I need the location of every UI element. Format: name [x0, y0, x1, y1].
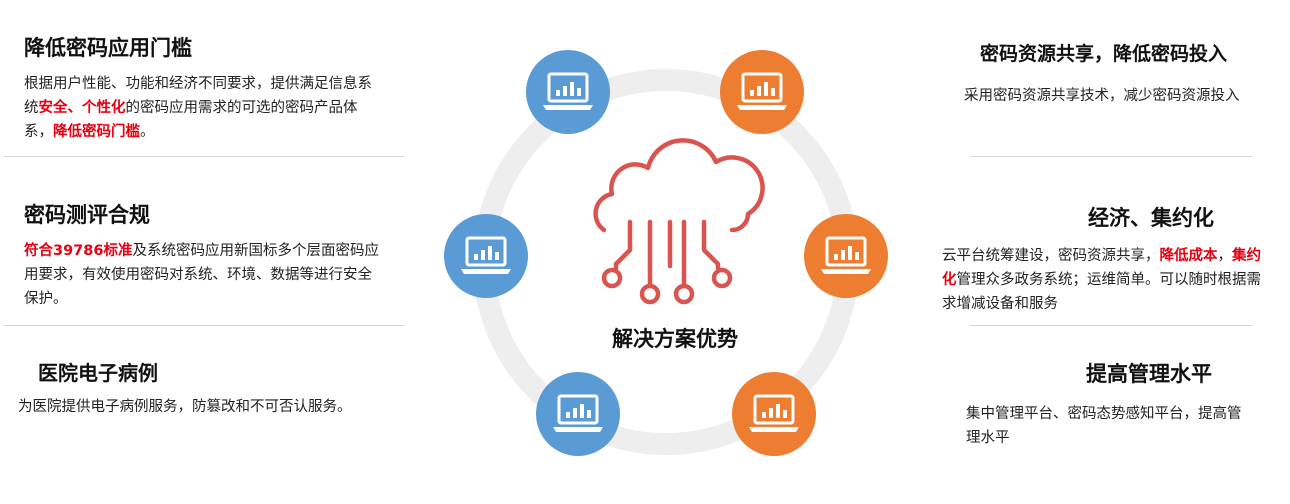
- desc-text: 根据用户性能、功能和经济不同要求，提供满足信息系统: [24, 76, 372, 116]
- desc-text: 集中管理平台、密码态势感知平台，提高管理水平: [966, 406, 1242, 446]
- desc-text: ，: [1217, 248, 1233, 264]
- right-item-title: 密码资源共享，降低密码投入: [980, 43, 1228, 65]
- right-item-resource-sharing: 密码资源共享，降低密码投入 采用密码资源共享技术，减少密码资源投入: [958, 40, 1258, 108]
- left-item-title: 降低密码应用门槛: [24, 36, 192, 60]
- right-divider-2: [970, 325, 1252, 326]
- right-item-desc: 采用密码资源共享技术，减少密码资源投入: [958, 84, 1254, 108]
- laptop-chart-icon-blue-middle: [444, 214, 528, 298]
- left-item-medical-record: 医院电子病例 为医院提供电子病例服务，防篡改和不可否认服务。: [18, 359, 398, 419]
- desc-text: 采用密码资源共享技术，减少密码资源投入: [964, 88, 1240, 104]
- desc-text: 的密码应用需求的可选的密码产品体系，: [24, 100, 358, 140]
- laptop-chart-icon-blue-top: [526, 50, 610, 134]
- desc-text: 。: [140, 124, 155, 140]
- right-divider-1: [970, 156, 1252, 157]
- left-item-title: 密码测评合规: [24, 203, 150, 227]
- left-item-desc: 符合39786标准及系统密码应用新国标多个层面密码应用要求，有效使用密码对系统、…: [24, 239, 386, 311]
- laptop-chart-icon-orange-middle: [804, 214, 888, 298]
- desc-text: 及系统密码应用新国标多个层面密码应用要求，有效使用密码对系统、环境、数据等进行安…: [24, 243, 379, 307]
- laptop-chart-icon-orange-top: [720, 50, 804, 134]
- left-item-lower-barrier: 降低密码应用门槛 根据用户性能、功能和经济不同要求，提供满足信息系统安全、个性化…: [24, 34, 386, 144]
- desc-text: 为医院提供电子病例服务，防篡改和不可否认服务。: [18, 399, 352, 415]
- left-item-title: 医院电子病例: [38, 361, 158, 385]
- right-item-economy: 经济、集约化 云平台统筹建设，密码资源共享，降低成本，集约化管理众多政务系统；运…: [942, 204, 1262, 316]
- icons-layer: [444, 50, 888, 456]
- right-item-desc: 集中管理平台、密码态势感知平台，提高管理水平: [966, 402, 1246, 450]
- highlight-text: 降低成本: [1159, 248, 1218, 264]
- left-divider-1: [4, 156, 404, 157]
- laptop-chart-icon-orange-bottom: [732, 372, 816, 456]
- left-item-desc: 为医院提供电子病例服务，防篡改和不可否认服务。: [18, 395, 398, 419]
- right-item-management: 提高管理水平 集中管理平台、密码态势感知平台，提高管理水平: [966, 360, 1256, 450]
- laptop-chart-icon-blue-bottom: [536, 372, 620, 456]
- left-item-desc: 根据用户性能、功能和经济不同要求，提供满足信息系统安全、个性化的密码应用需求的可…: [24, 72, 386, 144]
- right-item-title: 经济、集约化: [1088, 206, 1214, 230]
- left-divider-2: [4, 325, 404, 326]
- desc-text: 管理众多政务系统；运维简单。可以随时根据需求增减设备和服务: [942, 272, 1261, 312]
- highlight-text: 降低密码门槛: [53, 124, 140, 140]
- desc-text: 云平台统筹建设，密码资源共享，: [942, 248, 1160, 264]
- center-label: 解决方案优势: [612, 327, 738, 351]
- highlight-text: 安全、个性化: [38, 100, 126, 116]
- highlight-text: 符合39786标准: [24, 243, 133, 259]
- highlight-text: 集约化: [942, 248, 1261, 288]
- right-item-desc: 云平台统筹建设，密码资源共享，降低成本，集约化管理众多政务系统；运维简单。可以随…: [942, 244, 1262, 316]
- cloud-network-icon: [593, 138, 765, 305]
- left-item-compliance: 密码测评合规 符合39786标准及系统密码应用新国标多个层面密码应用要求，有效使…: [24, 201, 386, 311]
- right-item-title: 提高管理水平: [1086, 362, 1212, 386]
